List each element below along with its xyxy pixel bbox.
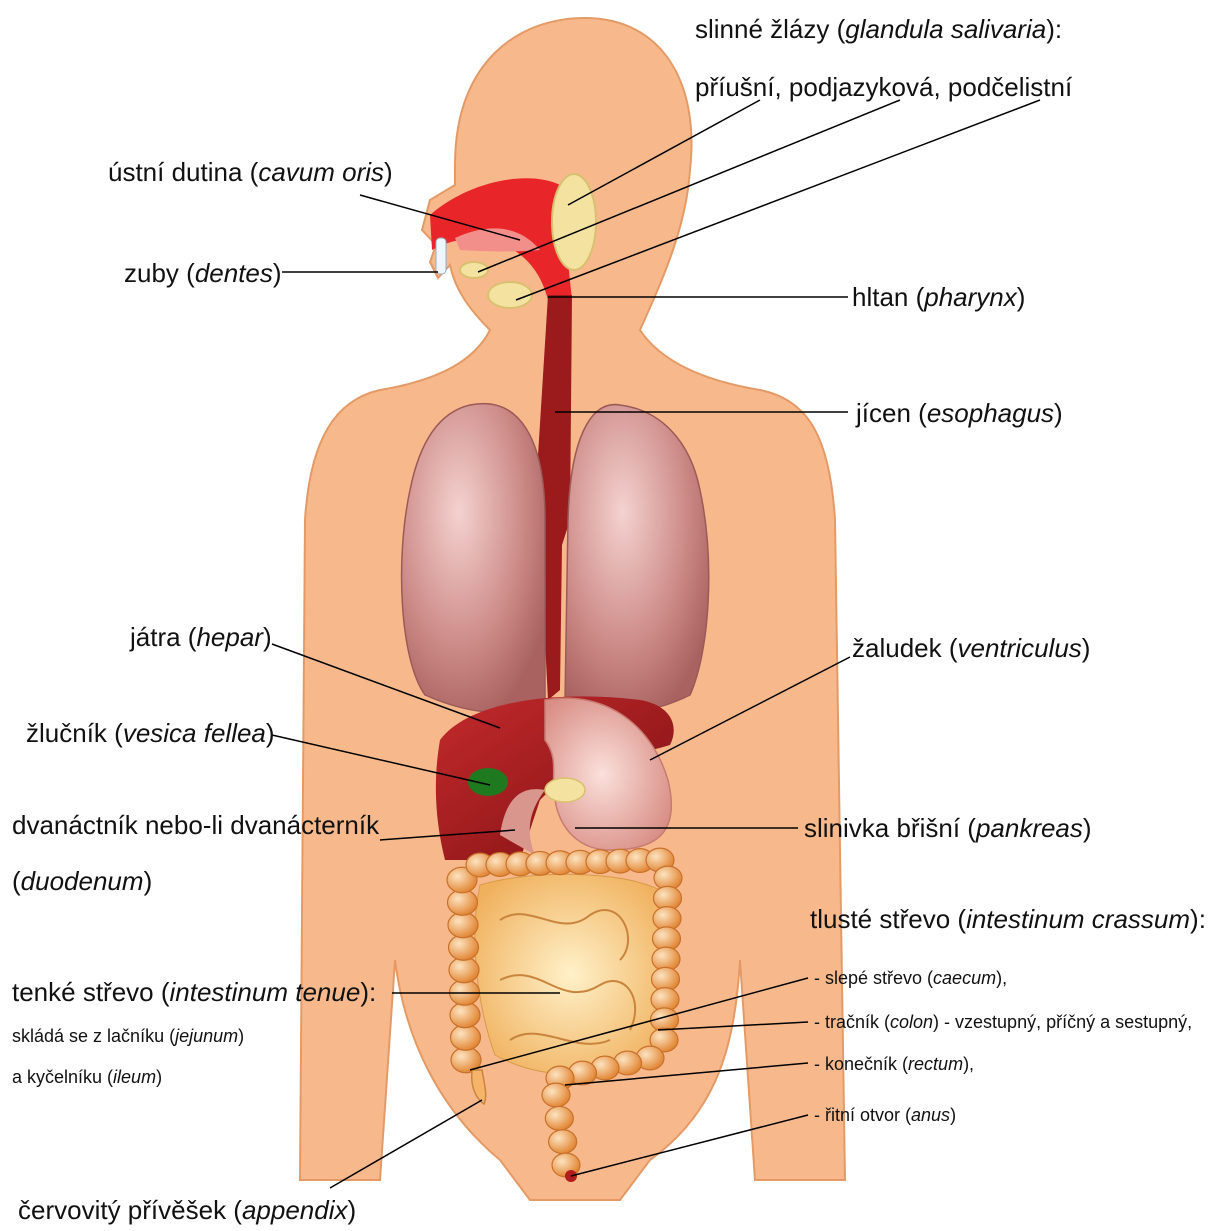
label-small-intestine-parts-1: skládá se z lačníku (jejunum) <box>12 1025 244 1047</box>
label-salivary-gland-list: příušní, podjazyková, podčelistní <box>695 72 1072 102</box>
label-caecum: - slepé střevo (caecum), <box>814 967 1007 989</box>
label-rectum: - konečník (rectum), <box>814 1053 974 1075</box>
label-small-intestine: tenké střevo (intestinum tenue): <box>12 977 376 1007</box>
small-intestine-shape <box>475 874 667 1074</box>
label-large-intestine: tlusté střevo (intestinum crassum): <box>810 904 1206 934</box>
pancreas-shape <box>545 778 585 802</box>
label-oral-cavity: ústní dutina (cavum oris) <box>108 157 393 187</box>
ascending-colon-segment <box>450 1002 480 1028</box>
ascending-colon-segment <box>449 935 479 961</box>
ascending-colon-segment <box>451 1025 481 1051</box>
label-small-intestine-parts-2: a kyčelníku (ileum) <box>12 1066 162 1088</box>
label-esophagus: jícen (esophagus) <box>856 398 1063 428</box>
label-teeth: zuby (dentes) <box>124 258 282 288</box>
right-lung-shape <box>402 404 545 713</box>
label-stomach: žaludek (ventriculus) <box>852 633 1090 663</box>
label-duodenum-line1: dvanáctník nebo-li dvanácterník <box>12 810 379 840</box>
rectum-segment <box>545 1106 573 1130</box>
label-salivary-glands: slinné žlázy (glandula salivaria): <box>695 14 1062 44</box>
ascending-colon-segment <box>448 912 478 938</box>
label-duodenum-line2: (duodenum) <box>12 866 152 896</box>
rectum-segment <box>549 1130 577 1154</box>
parotid-gland-shape <box>552 174 596 270</box>
teeth-shape <box>436 238 446 274</box>
label-gallbladder: žlučník (vesica fellea) <box>26 718 275 748</box>
ascending-colon-segment <box>449 957 479 983</box>
label-anus: - řitní otvor (anus) <box>814 1104 956 1126</box>
ascending-colon-segment <box>448 890 478 916</box>
label-colon: - tračník (colon) - vzestupný, příčný a … <box>814 1011 1192 1033</box>
label-appendix: červovitý přívěšek (appendix) <box>18 1195 356 1225</box>
label-liver: játra (hepar) <box>130 622 272 652</box>
rectum-segment <box>542 1083 570 1107</box>
submandibular-gland-shape <box>488 282 532 308</box>
label-pharynx: hltan (pharynx) <box>852 282 1025 312</box>
label-pancreas: slinivka břišní (pankreas) <box>804 813 1092 843</box>
